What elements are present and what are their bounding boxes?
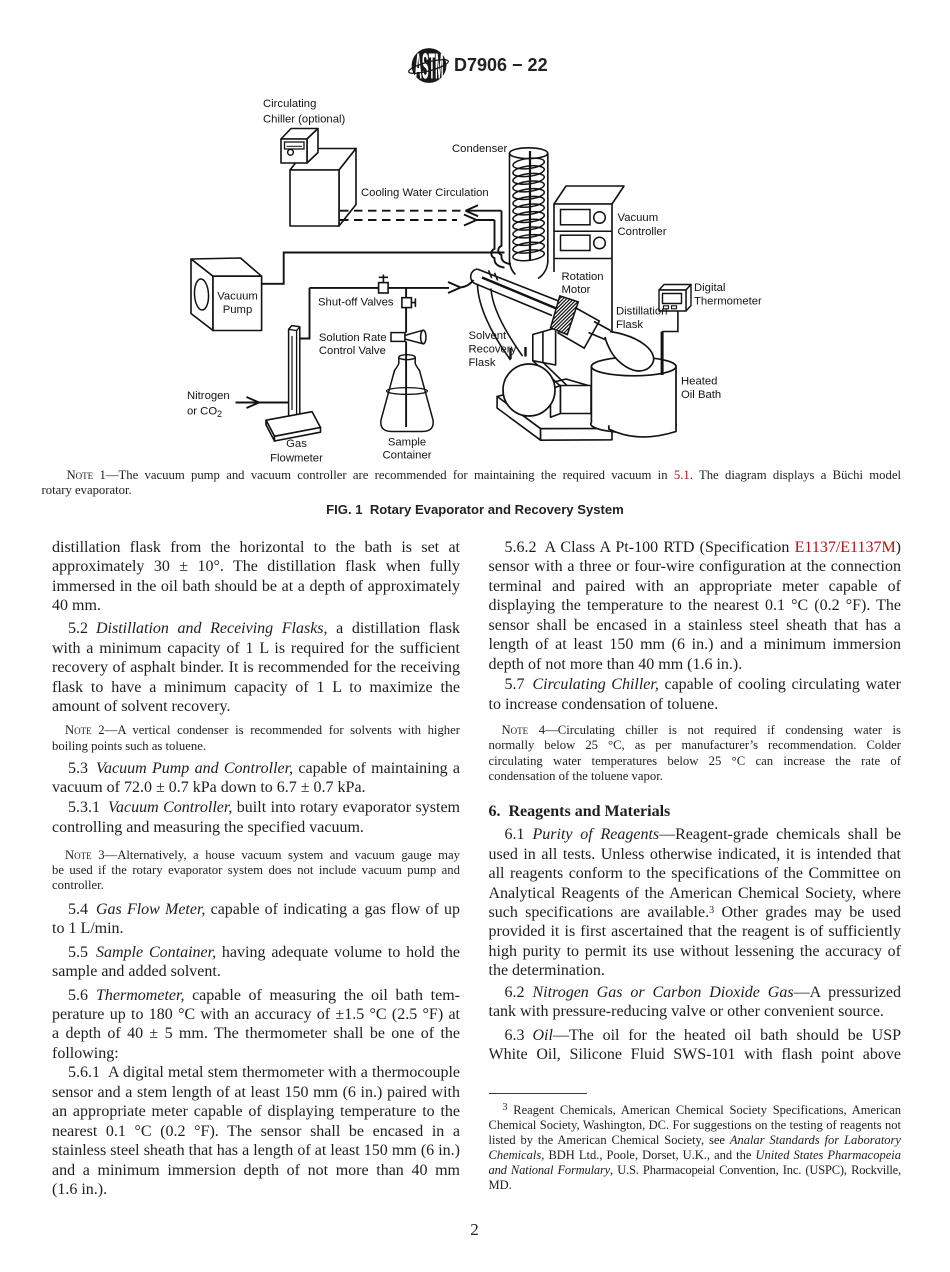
svg-text:Sample: Sample	[388, 437, 426, 449]
svg-text:Flowmeter: Flowmeter	[270, 453, 323, 465]
svg-text:Flask: Flask	[616, 319, 643, 331]
svg-text:Rotation: Rotation	[562, 271, 604, 283]
svg-text:Distillation: Distillation	[616, 306, 667, 318]
svg-text:Container: Container	[383, 450, 432, 462]
svg-text:Control Valve: Control Valve	[319, 345, 386, 357]
svg-text:Oil Bath: Oil Bath	[681, 389, 721, 401]
svg-text:Condenser: Condenser	[452, 143, 508, 155]
svg-text:Motor: Motor	[562, 284, 591, 296]
svg-text:Circulating: Circulating	[263, 98, 316, 110]
svg-text:ASTM: ASTM	[415, 46, 444, 87]
svg-text:Cooling Water Circulation: Cooling Water Circulation	[361, 187, 489, 199]
svg-text:Pump: Pump	[223, 304, 253, 316]
svg-text:Chiller (optional): Chiller (optional)	[263, 114, 345, 126]
svg-text:Solvent: Solvent	[469, 330, 508, 342]
svg-text:Heated: Heated	[681, 376, 717, 388]
svg-text:Solution Rate: Solution Rate	[319, 332, 387, 344]
svg-text:Recovery: Recovery	[469, 344, 517, 356]
svg-text:Vacuum: Vacuum	[618, 212, 659, 224]
svg-text:Shut-off Valves: Shut-off Valves	[318, 297, 394, 309]
svg-text:Controller: Controller	[618, 226, 667, 238]
svg-text:or CO2: or CO2	[187, 406, 222, 420]
svg-text:Digital: Digital	[694, 282, 725, 294]
svg-text:Gas: Gas	[286, 438, 307, 450]
svg-text:Thermometer: Thermometer	[694, 296, 762, 308]
svg-text:Nitrogen: Nitrogen	[187, 390, 230, 402]
svg-text:Vacuum: Vacuum	[217, 291, 258, 303]
svg-text:Flask: Flask	[469, 357, 496, 369]
